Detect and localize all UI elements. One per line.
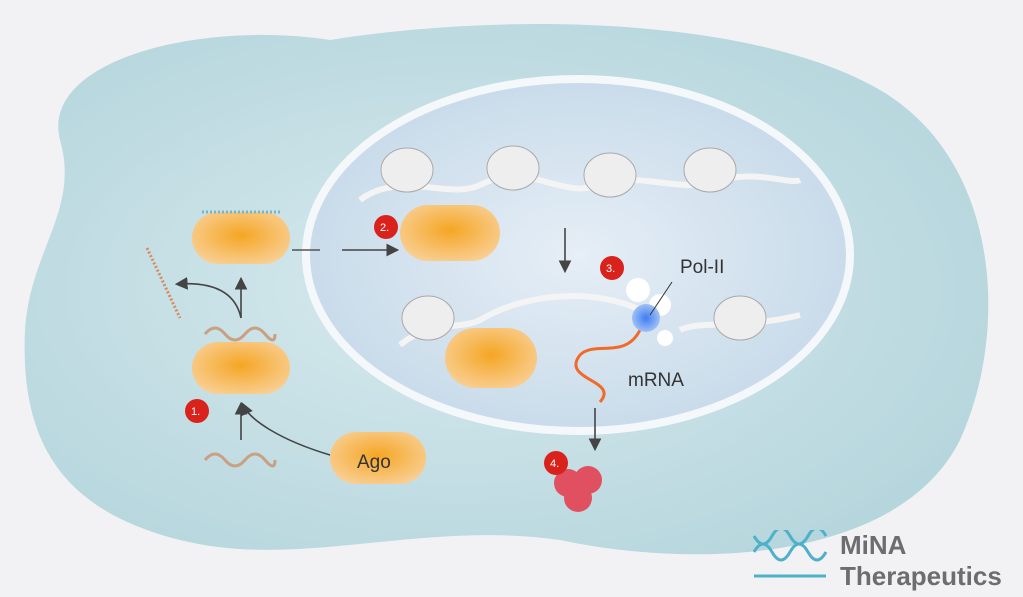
step-4-badge: 4.: [544, 451, 568, 475]
logo-sub: Therapeutics: [840, 561, 1002, 591]
svg-text:4.: 4.: [550, 458, 559, 470]
svg-text:3.: 3.: [606, 263, 615, 275]
logo: MiNA Therapeutics: [752, 530, 1022, 591]
ago-proteins: [192, 205, 537, 484]
mrna-label: mRNA: [628, 370, 684, 391]
dna-logo-icon: [752, 530, 828, 578]
ago-free: [330, 432, 426, 484]
pol-ii-label: Pol-II: [680, 257, 724, 278]
step-2-badge: 2.: [374, 215, 398, 239]
step-3-badge: 3.: [600, 256, 624, 280]
ago-label: Ago: [357, 452, 391, 473]
rna-strands: [145, 210, 282, 468]
pol-ii: [626, 278, 673, 346]
step-1-badge: 1.: [185, 399, 209, 423]
protein: [554, 466, 602, 512]
svg-text:1.: 1.: [191, 406, 200, 418]
nucleus: [302, 75, 854, 435]
arrows: [174, 228, 602, 456]
nucleosomes: [380, 145, 767, 341]
svg-text:2.: 2.: [380, 222, 389, 234]
mrna-strand: [574, 329, 642, 404]
logo-name: MiNA: [840, 530, 907, 560]
